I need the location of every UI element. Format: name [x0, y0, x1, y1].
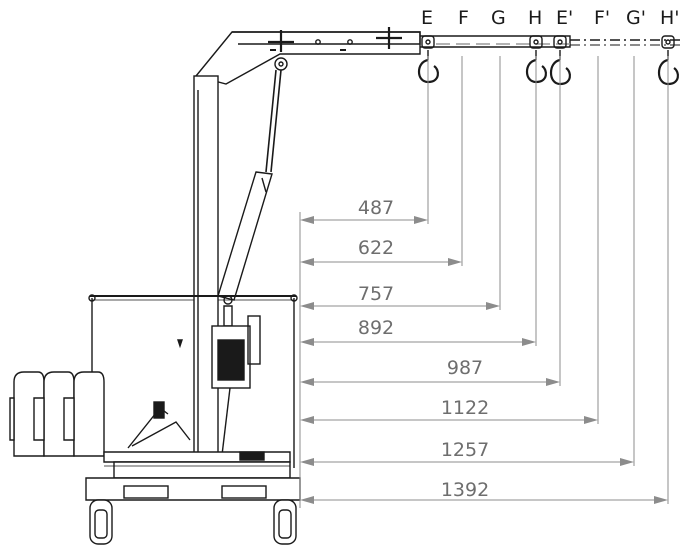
- dimension-arrow: [300, 302, 500, 310]
- lever-handle: [127, 401, 191, 449]
- hook-label-F: F: [458, 7, 469, 29]
- hook-label-F-prime: F': [594, 7, 610, 29]
- hook-label-H: H: [528, 7, 542, 29]
- dim-label-1392: 1392: [441, 479, 489, 501]
- hook-position-labels: E F G H E' F' G' H': [421, 7, 680, 29]
- pump-unit: [211, 315, 261, 456]
- hydraulic-ram: [217, 69, 282, 327]
- hook-label-E: E: [421, 7, 433, 29]
- hook-label-H-prime: H': [660, 7, 680, 29]
- dim-label-1122: 1122: [441, 397, 489, 419]
- dimension-arrow: [300, 496, 668, 504]
- dim-label-622: 622: [358, 237, 394, 259]
- counterweight-frame: [88, 294, 298, 468]
- battery-pack: [9, 371, 105, 457]
- dim-label-1257: 1257: [441, 439, 489, 461]
- dimension-arrow: [300, 416, 598, 424]
- wheel-right: [273, 499, 297, 545]
- dimension-arrow: [300, 338, 536, 346]
- dim-label-487: 487: [358, 197, 394, 219]
- dimension-arrow: [300, 258, 462, 266]
- boom-extension: [420, 35, 680, 48]
- dim-label-987: 987: [447, 357, 483, 379]
- boom-arm: [194, 27, 421, 93]
- hook-label-G: G: [491, 7, 506, 29]
- hook-label-E-prime: E': [556, 7, 573, 29]
- wheel-left: [89, 499, 113, 545]
- crane-drawing: [9, 27, 680, 545]
- mast: [193, 75, 219, 455]
- leader-lines: [427, 56, 669, 504]
- dimension-arrow: [300, 216, 428, 224]
- chassis: [85, 451, 301, 501]
- hook-label-G-prime: G': [626, 7, 646, 29]
- dimension-arrow: [300, 458, 634, 466]
- dim-label-892: 892: [358, 317, 394, 339]
- dimension-lines: [299, 212, 668, 508]
- dim-label-757: 757: [358, 283, 394, 305]
- reach-dimension-labels: 487 622 757 892 987 1122 1257 1392: [358, 197, 489, 501]
- dimension-arrow: [300, 378, 560, 386]
